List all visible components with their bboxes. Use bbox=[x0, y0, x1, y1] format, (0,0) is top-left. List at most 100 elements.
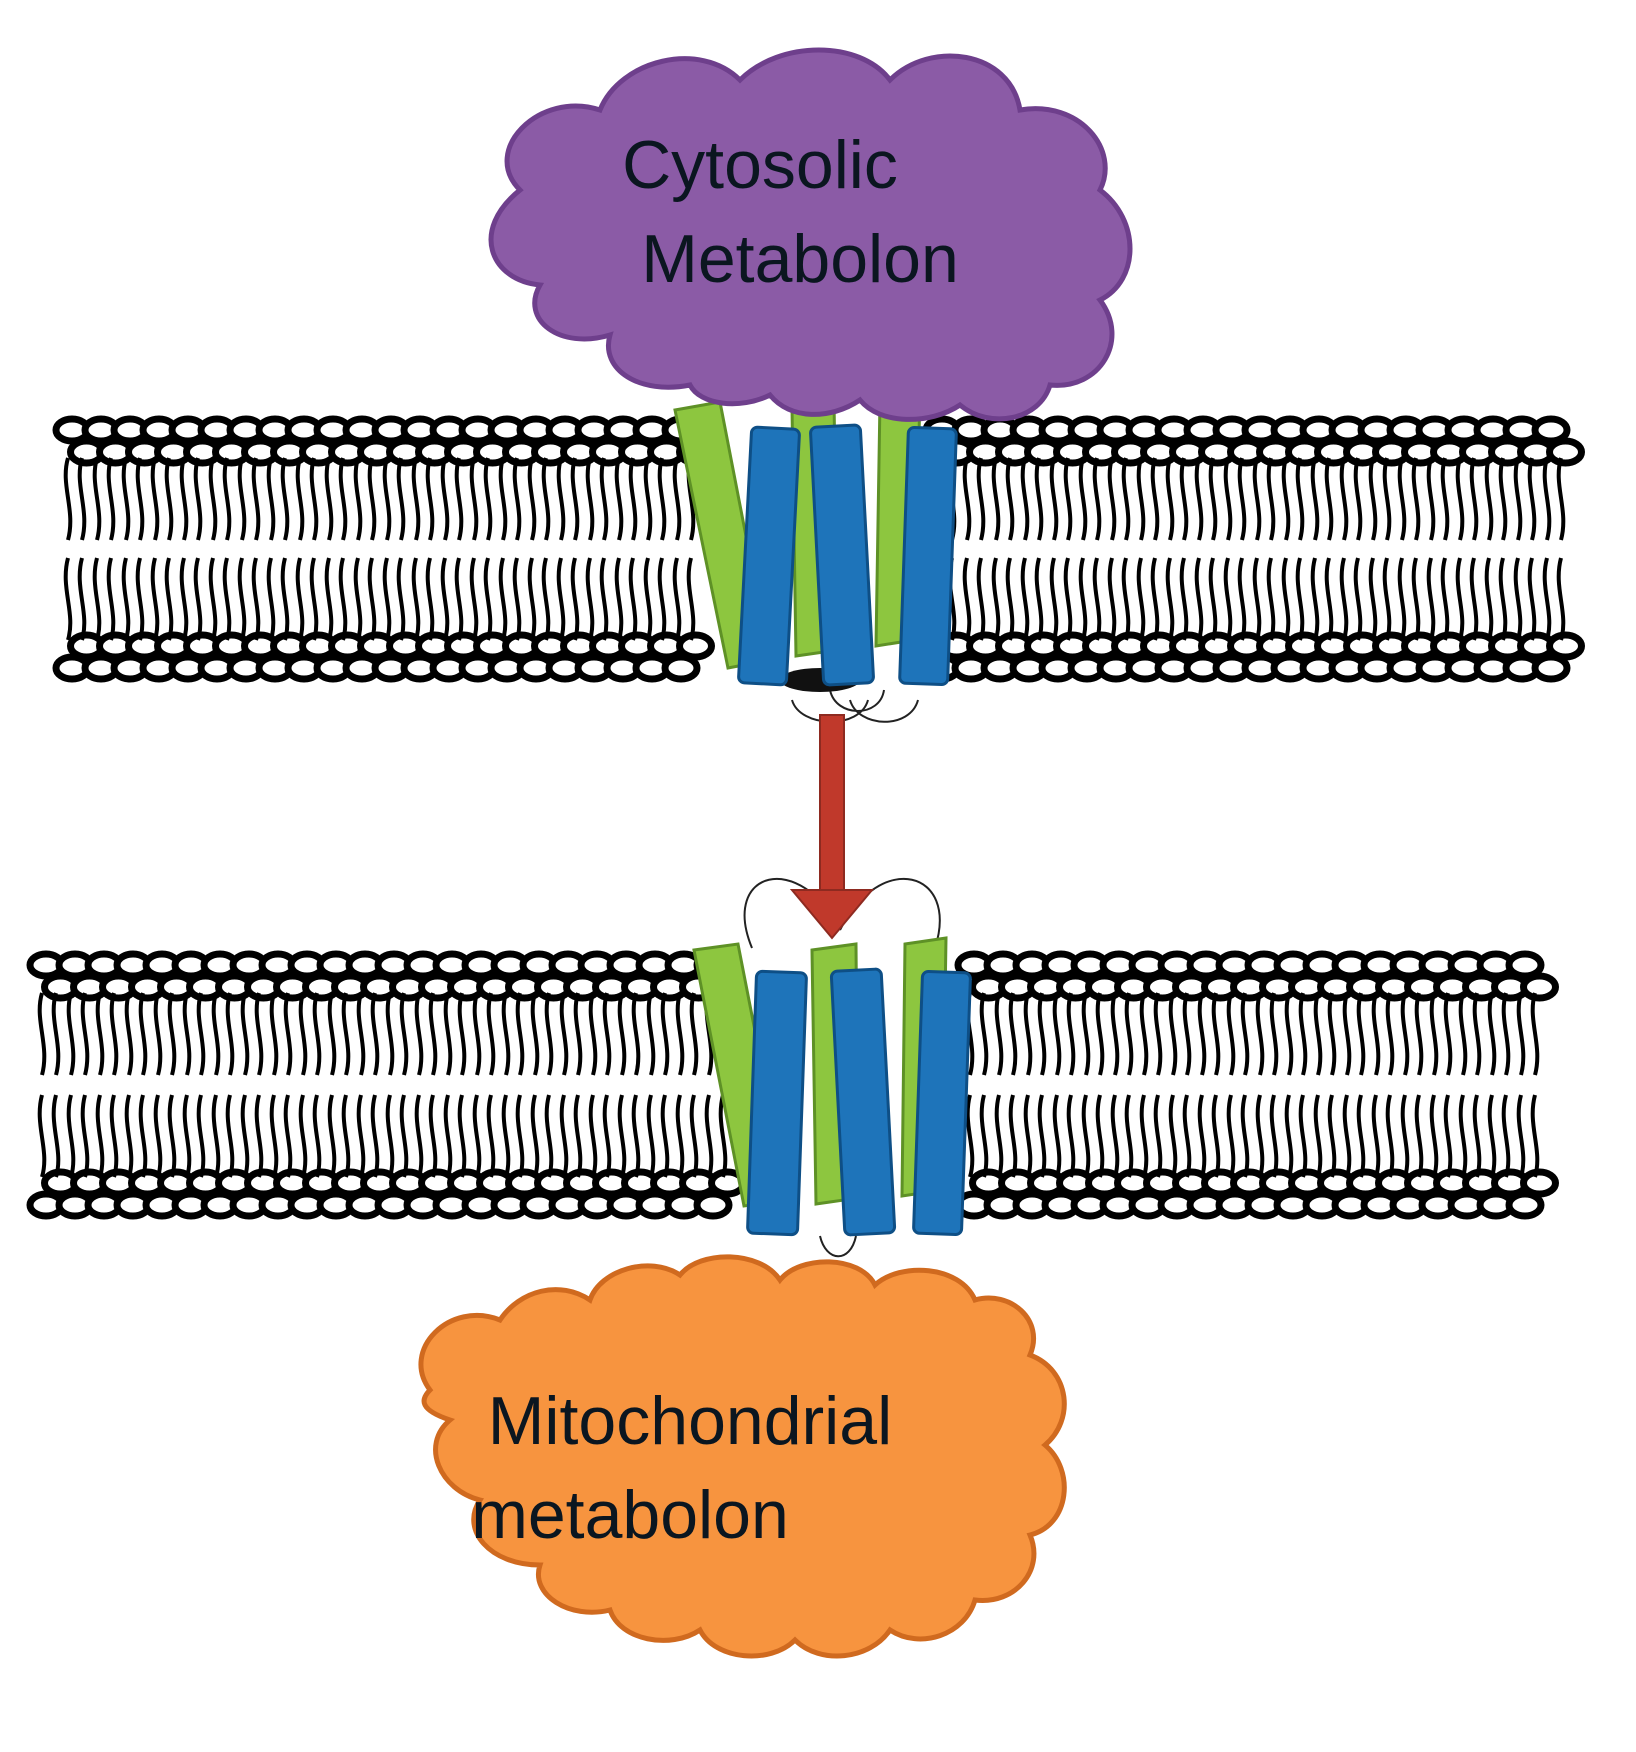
lipid-tail bbox=[1530, 992, 1540, 1076]
lipid-tail bbox=[135, 557, 145, 641]
lipid-tail bbox=[1411, 457, 1421, 541]
lipid-tail bbox=[486, 1094, 496, 1178]
lipid-tail bbox=[124, 1094, 134, 1178]
lipid-tail bbox=[483, 557, 493, 641]
lipid-tail bbox=[1310, 457, 1320, 541]
lipid-tail bbox=[1237, 557, 1247, 641]
lipid-tail bbox=[1498, 557, 1508, 641]
lipid-tail bbox=[399, 992, 409, 1076]
lipid-tail bbox=[95, 992, 105, 1076]
lipid-tail bbox=[1081, 992, 1091, 1076]
lipid-head bbox=[1546, 437, 1585, 467]
lipid-tail bbox=[1397, 457, 1407, 541]
lipid-tail bbox=[1484, 557, 1494, 641]
lipid-head bbox=[1520, 1168, 1559, 1198]
lipid-tail bbox=[1353, 557, 1363, 641]
arrow-shaft bbox=[819, 714, 845, 894]
lipid-tail bbox=[1121, 457, 1131, 541]
lipid-tail bbox=[356, 1094, 366, 1178]
lipid-tail bbox=[570, 557, 580, 641]
lipid-tail bbox=[1313, 1094, 1323, 1178]
lipid-tail bbox=[457, 1094, 467, 1178]
lipid-tail bbox=[1327, 1094, 1337, 1178]
lipid-tail bbox=[1426, 557, 1436, 641]
outer-membrane-transporter bbox=[673, 392, 958, 723]
lipid-tail bbox=[1066, 992, 1076, 1076]
lipid-tail bbox=[472, 992, 482, 1076]
arrow-head bbox=[789, 889, 875, 940]
lipid-tail bbox=[367, 557, 377, 641]
lipid-tail bbox=[193, 457, 203, 541]
lipid-tail bbox=[1516, 1094, 1526, 1178]
lipid-tail bbox=[1150, 557, 1160, 641]
lipid-tail bbox=[208, 457, 218, 541]
lipid-tail bbox=[1252, 457, 1262, 541]
lipid-tail bbox=[1542, 457, 1552, 541]
lipid-tail bbox=[1020, 557, 1030, 641]
lipid-tail bbox=[994, 992, 1004, 1076]
lipid-tail bbox=[469, 557, 479, 641]
lipid-tail bbox=[106, 557, 116, 641]
lipid-tail bbox=[1556, 557, 1566, 641]
lipid-tail bbox=[370, 1094, 380, 1178]
lipid-tail bbox=[1356, 1094, 1366, 1178]
lipid-tail bbox=[1063, 457, 1073, 541]
lipid-tail bbox=[1034, 557, 1044, 641]
lipid-tail bbox=[588, 992, 598, 1076]
lipid-tail bbox=[240, 992, 250, 1076]
lipid-tail bbox=[425, 557, 435, 641]
lipid-tail bbox=[965, 1094, 975, 1178]
lipid-tail bbox=[298, 1094, 308, 1178]
lipid-tail bbox=[631, 1094, 641, 1178]
lipid-tail bbox=[686, 557, 696, 641]
lipid-tail bbox=[704, 1094, 714, 1178]
lipid-tail bbox=[1324, 557, 1334, 641]
lipid-tail bbox=[1339, 557, 1349, 641]
blue-helix bbox=[898, 425, 958, 687]
lipid-tail bbox=[628, 557, 638, 641]
lipid-tail bbox=[1182, 992, 1192, 1076]
lipid-tail bbox=[92, 457, 102, 541]
lipid-tail bbox=[312, 992, 322, 1076]
lipid-tail bbox=[976, 457, 986, 541]
lipid-tail bbox=[1281, 457, 1291, 541]
lipid-tail bbox=[1165, 457, 1175, 541]
lipid-tail bbox=[1208, 457, 1218, 541]
lipid-tail bbox=[617, 1094, 627, 1178]
lipid-tail bbox=[1150, 457, 1160, 541]
lipid-tail bbox=[1327, 992, 1337, 1076]
lipid-tail bbox=[298, 992, 308, 1076]
lipid-tail bbox=[153, 992, 163, 1076]
lipid-tail bbox=[425, 457, 435, 541]
lipid-tail bbox=[1397, 557, 1407, 641]
blue-helix bbox=[746, 969, 808, 1237]
lipid-tail bbox=[1179, 457, 1189, 541]
lipid-tail bbox=[1168, 992, 1178, 1076]
lipid-tail bbox=[80, 992, 90, 1076]
lipid-tail bbox=[1179, 557, 1189, 641]
lipid-tail bbox=[501, 1094, 511, 1178]
lipid-tail bbox=[254, 1094, 264, 1178]
lipid-tail bbox=[225, 1094, 235, 1178]
lipid-tail bbox=[135, 457, 145, 541]
lipid-tail bbox=[1052, 1094, 1062, 1178]
lipid-tail bbox=[182, 1094, 192, 1178]
lipid-tail bbox=[106, 457, 116, 541]
lipid-tail bbox=[150, 457, 160, 541]
lipid-tail bbox=[1368, 457, 1378, 541]
lipid-tail bbox=[367, 457, 377, 541]
lipid-tail bbox=[1385, 992, 1395, 1076]
cytosolic-label-line1: Cytosolic bbox=[622, 127, 898, 203]
lipid-tail bbox=[1197, 1094, 1207, 1178]
lipid-tail bbox=[1382, 457, 1392, 541]
lipid-tail bbox=[1078, 457, 1088, 541]
lipid-tail bbox=[338, 557, 348, 641]
lipid-tail bbox=[1211, 1094, 1221, 1178]
lipid-tail bbox=[312, 1094, 322, 1178]
lipid-tail bbox=[1037, 992, 1047, 1076]
lipid-tail bbox=[414, 1094, 424, 1178]
lipid-tail bbox=[1269, 992, 1279, 1076]
lipid-tail bbox=[1252, 557, 1262, 641]
lipid-tail bbox=[672, 457, 682, 541]
lipid-tail bbox=[585, 557, 595, 641]
